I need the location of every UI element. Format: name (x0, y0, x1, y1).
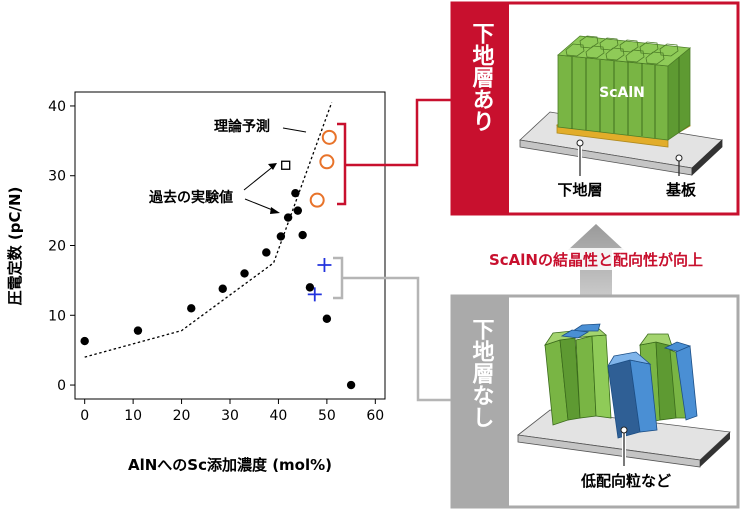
data-point-filled (240, 269, 249, 278)
substrate-label: 基板 (665, 181, 697, 199)
x-axis-label: AlNへのSc添加濃度 (mol%) (128, 456, 332, 474)
data-point-open-circle (319, 154, 335, 170)
substrate-side (691, 139, 723, 176)
x-tick-label: 20 (173, 408, 191, 424)
chart-marks (80, 102, 356, 390)
data-point-filled (305, 283, 315, 292)
annotation-theory: 理論予測 (214, 118, 270, 135)
data-point-square (281, 160, 291, 170)
improvement-arrow: ScAlNの結晶性と配向性が向上 (448, 224, 744, 295)
y-axis-ticks: 0 10 20 30 40 (48, 99, 75, 394)
red-connector (345, 98, 452, 167)
x-tick-label: 0 (80, 408, 89, 424)
red-bracket (337, 122, 347, 206)
data-point-open-circle (321, 129, 337, 145)
x-axis-ticks: 0 10 20 30 40 50 60 (80, 399, 384, 424)
data-point-filled (346, 380, 356, 390)
data-point-filled (262, 248, 271, 257)
misoriented-grains (560, 323, 698, 439)
grain-label: 低配向粒など (580, 472, 671, 490)
x-tick-label: 60 (366, 408, 384, 424)
y-tick-label: 20 (48, 239, 66, 255)
data-point-open-circle (309, 192, 325, 208)
data-point-filled (293, 206, 303, 215)
data-point-filled (322, 314, 332, 323)
y-axis-label: 圧電定数 (pC/N) (6, 187, 24, 306)
y-tick-label: 40 (48, 99, 66, 115)
annotation-past-arrow-1 (243, 164, 276, 191)
annotation-past-arrow-2 (244, 198, 276, 212)
arrow-caption: ScAlNの結晶性と配向性が向上 (489, 251, 703, 269)
annotation-past-arrowhead-1 (268, 163, 277, 170)
x-tick-label: 40 (270, 408, 288, 424)
data-point-filled (218, 284, 227, 293)
data-point-filled (283, 213, 293, 222)
y-tick-label: 30 (48, 169, 66, 185)
gray-bracket (333, 256, 344, 300)
top-panel-tag (452, 3, 509, 214)
data-point-plus (317, 258, 332, 273)
scatter-chart: 0 10 20 30 40 50 60 0 10 20 30 40 AlNへのSc添加濃度 (mol… (6, 91, 452, 474)
annotation-theory-arrow (282, 127, 307, 133)
gray-connector (342, 276, 452, 402)
y-tick-label: 0 (57, 378, 66, 394)
annotation-past-arrowhead-2 (270, 207, 280, 214)
x-tick-label: 10 (124, 408, 142, 424)
bottom-panel: 下地層なし 低配向粒など (450, 294, 740, 509)
x-tick-label: 50 (318, 408, 336, 424)
theory-curve (84, 102, 333, 358)
x-tick-label: 30 (221, 408, 239, 424)
plot-frame (74, 91, 386, 400)
bottom-panel-tag-text: 下地層なし (469, 318, 495, 428)
data-point-filled (298, 230, 307, 240)
y-tick-label: 10 (48, 308, 66, 324)
hex-tops (565, 35, 679, 65)
bottom-panel-tag (452, 296, 509, 507)
data-point-filled (80, 336, 89, 346)
underlayer-label: 下地層 (557, 181, 602, 199)
data-point-filled (187, 304, 196, 313)
data-point-plus (307, 287, 322, 302)
annotation-past: 過去の実験値 (148, 189, 233, 206)
top-panel-tag-text: 下地層あり (469, 22, 495, 132)
material-label: ScAlN (599, 85, 645, 101)
data-point-filled (133, 326, 143, 335)
top-panel: 下地層あり (450, 1, 740, 216)
column-lines (571, 57, 680, 138)
